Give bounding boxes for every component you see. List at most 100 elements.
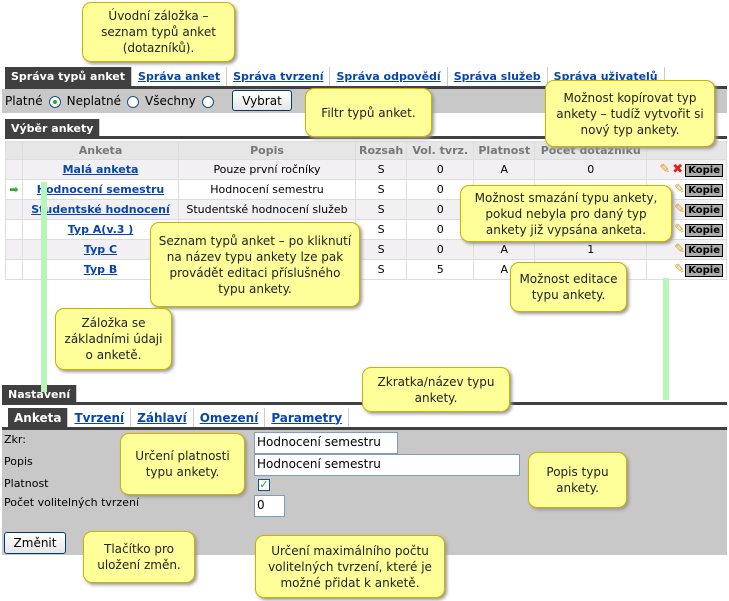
row-marker: ➡	[5, 179, 23, 200]
zkr-input[interactable]: Hodnocení semestru	[254, 432, 398, 454]
column-header: Platnost	[473, 141, 536, 160]
copy-button[interactable]: Kopie	[685, 224, 723, 237]
survey-type-link[interactable]: Hodnocení semestru	[36, 183, 165, 196]
subtab-4[interactable]: Parametry	[265, 408, 350, 427]
column-header: Anketa	[22, 141, 179, 160]
row-marker	[5, 199, 23, 220]
callout-annotation: Popis typu ankety.	[528, 452, 627, 508]
callout-annotation: Tlačítko pro uložení změn.	[83, 531, 195, 583]
section-title-vyber: Výběr ankety	[5, 119, 101, 137]
survey-type-link[interactable]: Typ A(v.3 )	[67, 223, 134, 236]
platnost-label: Platnost	[4, 477, 49, 490]
cell-popis: Studentské hodnocení služeb	[178, 199, 356, 220]
cell-rozsah: S	[354, 159, 408, 180]
callout-annotation: Zkratka/název typu ankety.	[362, 367, 510, 412]
cell-rozsah: S	[354, 239, 408, 260]
edit-pencil-icon[interactable]: ✎	[674, 262, 686, 277]
callout-annotation: Možnost smazání typu ankety, pokud nebyl…	[460, 185, 672, 242]
survey-type-link[interactable]: Typ C	[83, 243, 118, 256]
cell-popis: Hodnocení semestru	[178, 179, 356, 200]
filter-radio[interactable]	[126, 95, 139, 108]
edit-pencil-icon[interactable]: ✎	[674, 182, 686, 197]
subtab-underline	[2, 427, 727, 430]
callout-annotation: Určení maximálního počtu volitelných tvr…	[255, 535, 445, 598]
cell-actions: ✎Kopie	[646, 259, 727, 280]
row-marker	[5, 219, 23, 240]
cell-rozsah: S	[354, 219, 408, 240]
select-button[interactable]: Vybrat	[232, 90, 292, 111]
filter-radio[interactable]	[201, 95, 214, 108]
edit-pencil-icon[interactable]: ✎	[674, 202, 686, 217]
popis-input[interactable]: Hodnocení semestru	[254, 454, 520, 476]
subtab-3[interactable]: Omezení	[193, 408, 266, 427]
survey-type-link[interactable]: Studentské hodnocení	[31, 203, 170, 216]
survey-type-link[interactable]: Typ B	[83, 263, 118, 276]
section-underline	[5, 136, 727, 139]
column-header: Popis	[178, 141, 356, 160]
callout-annotation: Úvodní záložka – seznam typů anket (dota…	[82, 2, 235, 62]
guide-line	[663, 278, 669, 400]
callout-annotation: Možnost kopírovat typ ankety – tudíž vyt…	[545, 80, 715, 147]
cell-anketa: Typ B	[22, 259, 179, 280]
subtab-1[interactable]: Tvrzení	[68, 408, 132, 427]
header-blank	[5, 141, 23, 160]
guide-line	[41, 182, 47, 392]
cell-anketa: Studentské hodnocení	[22, 199, 179, 220]
tab-underline	[5, 86, 727, 89]
cell-vol: 0	[406, 239, 475, 260]
cell-rozsah: S	[354, 179, 408, 200]
cell-vol: 0	[406, 159, 475, 180]
survey-type-link[interactable]: Malá anketa	[62, 163, 139, 176]
tab-2[interactable]: Správa tvrzení	[227, 67, 331, 86]
cell-popis: Pouze první ročníky	[178, 159, 356, 180]
subtab-2[interactable]: Záhlaví	[131, 408, 194, 427]
copy-button[interactable]: Kopie	[685, 164, 723, 177]
copy-button[interactable]: Kopie	[685, 244, 723, 257]
pocet-label: Počet volitelných tvrzení	[4, 496, 139, 509]
tab-3[interactable]: Správa odpovědí	[330, 67, 448, 86]
filter-label: Platné	[5, 94, 43, 108]
callout-annotation: Možnost editace typu ankety.	[510, 262, 627, 312]
edit-pencil-icon[interactable]: ✎	[674, 222, 686, 237]
edit-pencil-icon[interactable]: ✎	[674, 242, 686, 257]
cell-vol: 5	[406, 259, 475, 280]
filter-radio[interactable]	[48, 95, 61, 108]
cell-rozsah: S	[354, 199, 408, 220]
tab-1[interactable]: Správa anket	[132, 67, 228, 86]
current-arrow-icon: ➡	[9, 183, 19, 196]
cell-platnost: A	[473, 159, 536, 180]
cell-actions: ✎Kopie	[646, 239, 727, 260]
copy-button[interactable]: Kopie	[685, 204, 723, 217]
cell-anketa: Malá anketa	[22, 159, 179, 180]
column-header: Vol. tvrz.	[406, 141, 475, 160]
copy-button[interactable]: Kopie	[685, 184, 723, 197]
tab-4[interactable]: Správa služeb	[447, 67, 548, 86]
edit-pencil-icon[interactable]: ✎	[659, 162, 671, 177]
tab-0[interactable]: Správa typů anket	[5, 67, 133, 86]
change-button[interactable]: Změnit	[4, 532, 66, 554]
platnost-checkbox[interactable]: ✓	[258, 478, 270, 491]
callout-annotation: Filtr typů anket.	[305, 88, 432, 137]
callout-annotation: Záložka se základními údaji o anketě.	[55, 308, 172, 370]
callout-annotation: Seznam typů anket – po kliknutí na název…	[150, 222, 360, 307]
cell-pocet: 0	[534, 159, 648, 180]
cell-actions: ✎✖Kopie	[646, 159, 727, 180]
filter-label: Neplatné	[66, 94, 121, 108]
callout-annotation: Určení platnosti typu ankety.	[120, 433, 245, 495]
settings-title: Nastavení	[2, 385, 78, 403]
pocet-input[interactable]: 0	[254, 495, 285, 517]
copy-button[interactable]: Kopie	[685, 264, 723, 277]
zkr-label: Zkr:	[4, 433, 26, 446]
cell-platnost: A	[473, 239, 536, 260]
column-header: Rozsah	[354, 141, 408, 160]
subtab-0[interactable]: Anketa	[8, 408, 69, 427]
popis-label: Popis	[4, 455, 33, 468]
delete-icon[interactable]: ✖	[672, 162, 684, 177]
cell-rozsah: S	[354, 259, 408, 280]
cell-pocet: 1	[534, 239, 648, 260]
filter-label: Všechny	[144, 94, 196, 108]
